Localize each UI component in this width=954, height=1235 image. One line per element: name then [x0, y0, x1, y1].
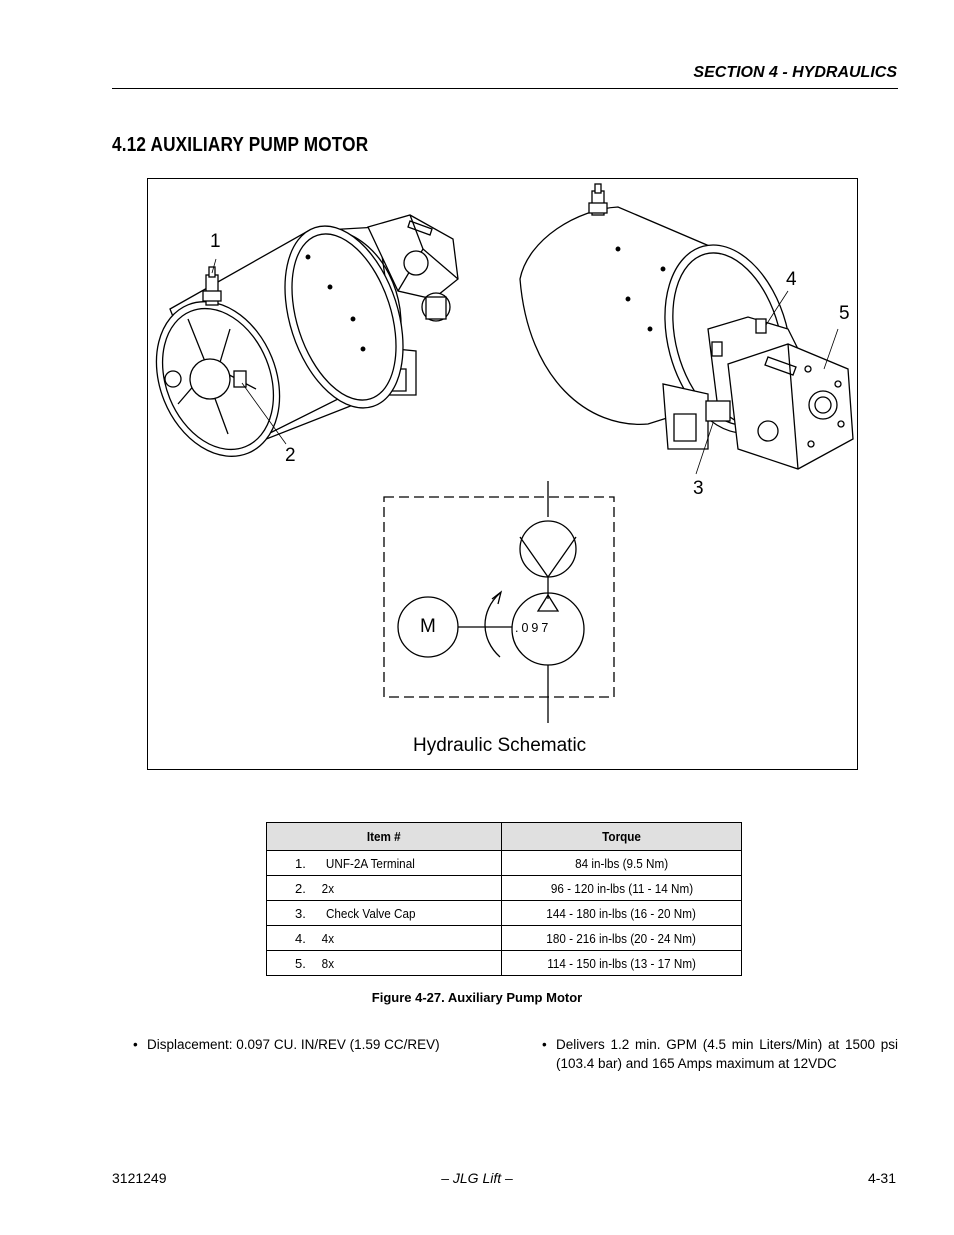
header-rule	[112, 88, 898, 89]
leader-2	[241, 382, 287, 445]
left-motor-drawing	[155, 214, 459, 457]
callout-2: 2	[285, 445, 296, 466]
column-header-item: Item #	[266, 822, 502, 851]
figure-frame: 1 2 3 4 5 M .097 Hydraulic Schematic	[147, 178, 858, 770]
table-row: 4.4x 180 - 216 in-lbs (20 - 24 Nm)	[266, 925, 742, 951]
leader-3	[695, 422, 714, 475]
torque-cell: 180 - 216 in-lbs (20 - 24 Nm)	[501, 925, 742, 951]
bullet-displacement: • Displacement: 0.097 CU. IN/REV (1.59 C…	[133, 1035, 473, 1054]
callout-5: 5	[839, 303, 850, 324]
callout-1: 1	[210, 231, 221, 252]
right-motor-drawing	[519, 183, 854, 470]
torque-cell: 114 - 150 in-lbs (13 - 17 Nm)	[501, 950, 742, 976]
hydraulic-schematic	[383, 481, 615, 723]
footer-page-number: 4-31	[867, 1170, 896, 1186]
leader-5	[823, 328, 839, 370]
bullet-text: Displacement: 0.097 CU. IN/REV (1.59 CC/…	[147, 1037, 440, 1052]
pump-displacement-label: .097	[515, 621, 552, 635]
pump-triangle	[536, 593, 560, 612]
pump-motor-illustration	[155, 183, 854, 723]
bullet-delivery: • Delivers 1.2 min. GPM (4.5 min Liters/…	[542, 1035, 898, 1073]
leader-4	[765, 290, 789, 326]
leader-1	[211, 258, 217, 274]
page-title: 4.12 AUXILIARY PUMP MOTOR	[112, 134, 369, 156]
callout-4: 4	[786, 269, 797, 290]
section-header: SECTION 4 - HYDRAULICS	[693, 64, 897, 81]
bullet-dot: •	[133, 1037, 138, 1052]
figure-caption: Figure 4-27. Auxiliary Pump Motor	[371, 990, 583, 1005]
column-header-torque: Torque	[501, 822, 742, 851]
rotation-arrowhead	[491, 590, 503, 605]
table-row: 3.Check Valve Cap 144 - 180 in-lbs (16 -…	[266, 900, 742, 926]
torque-cell: 144 - 180 in-lbs (16 - 20 Nm)	[501, 900, 742, 926]
item-cell: 5.8x	[266, 950, 502, 976]
torque-cell: 96 - 120 in-lbs (11 - 14 Nm)	[501, 875, 742, 901]
item-cell: 3.Check Valve Cap	[266, 900, 502, 926]
motor-symbol-label: M	[420, 616, 436, 637]
schematic-boundary	[383, 496, 615, 698]
check-valve-seat	[519, 536, 577, 579]
table-header-row: Item # Torque	[266, 822, 742, 851]
item-cell: 2.2x	[266, 875, 502, 901]
table-row: 5.8x 114 - 150 in-lbs (13 - 17 Nm)	[266, 950, 742, 976]
footer-publisher: – JLG Lift –	[441, 1170, 513, 1186]
item-cell: 1.UNF-2A Terminal	[266, 850, 502, 876]
torque-cell: 84 in-lbs (9.5 Nm)	[501, 850, 742, 876]
item-cell: 4.4x	[266, 925, 502, 951]
table-row: 2.2x 96 - 120 in-lbs (11 - 14 Nm)	[266, 875, 742, 901]
bullet-text: Delivers 1.2 min. GPM (4.5 min Liters/Mi…	[556, 1037, 898, 1071]
torque-table: Item # Torque 1.UNF-2A Terminal 84 in-lb…	[266, 822, 742, 976]
schematic-caption: Hydraulic Schematic	[413, 735, 587, 756]
rotation-arrow	[484, 592, 501, 658]
callout-leaders	[211, 258, 839, 475]
bullet-dot: •	[542, 1037, 547, 1052]
callout-3: 3	[693, 478, 704, 499]
table-row: 1.UNF-2A Terminal 84 in-lbs (9.5 Nm)	[266, 850, 742, 876]
footer-doc-number: 3121249	[112, 1170, 167, 1186]
